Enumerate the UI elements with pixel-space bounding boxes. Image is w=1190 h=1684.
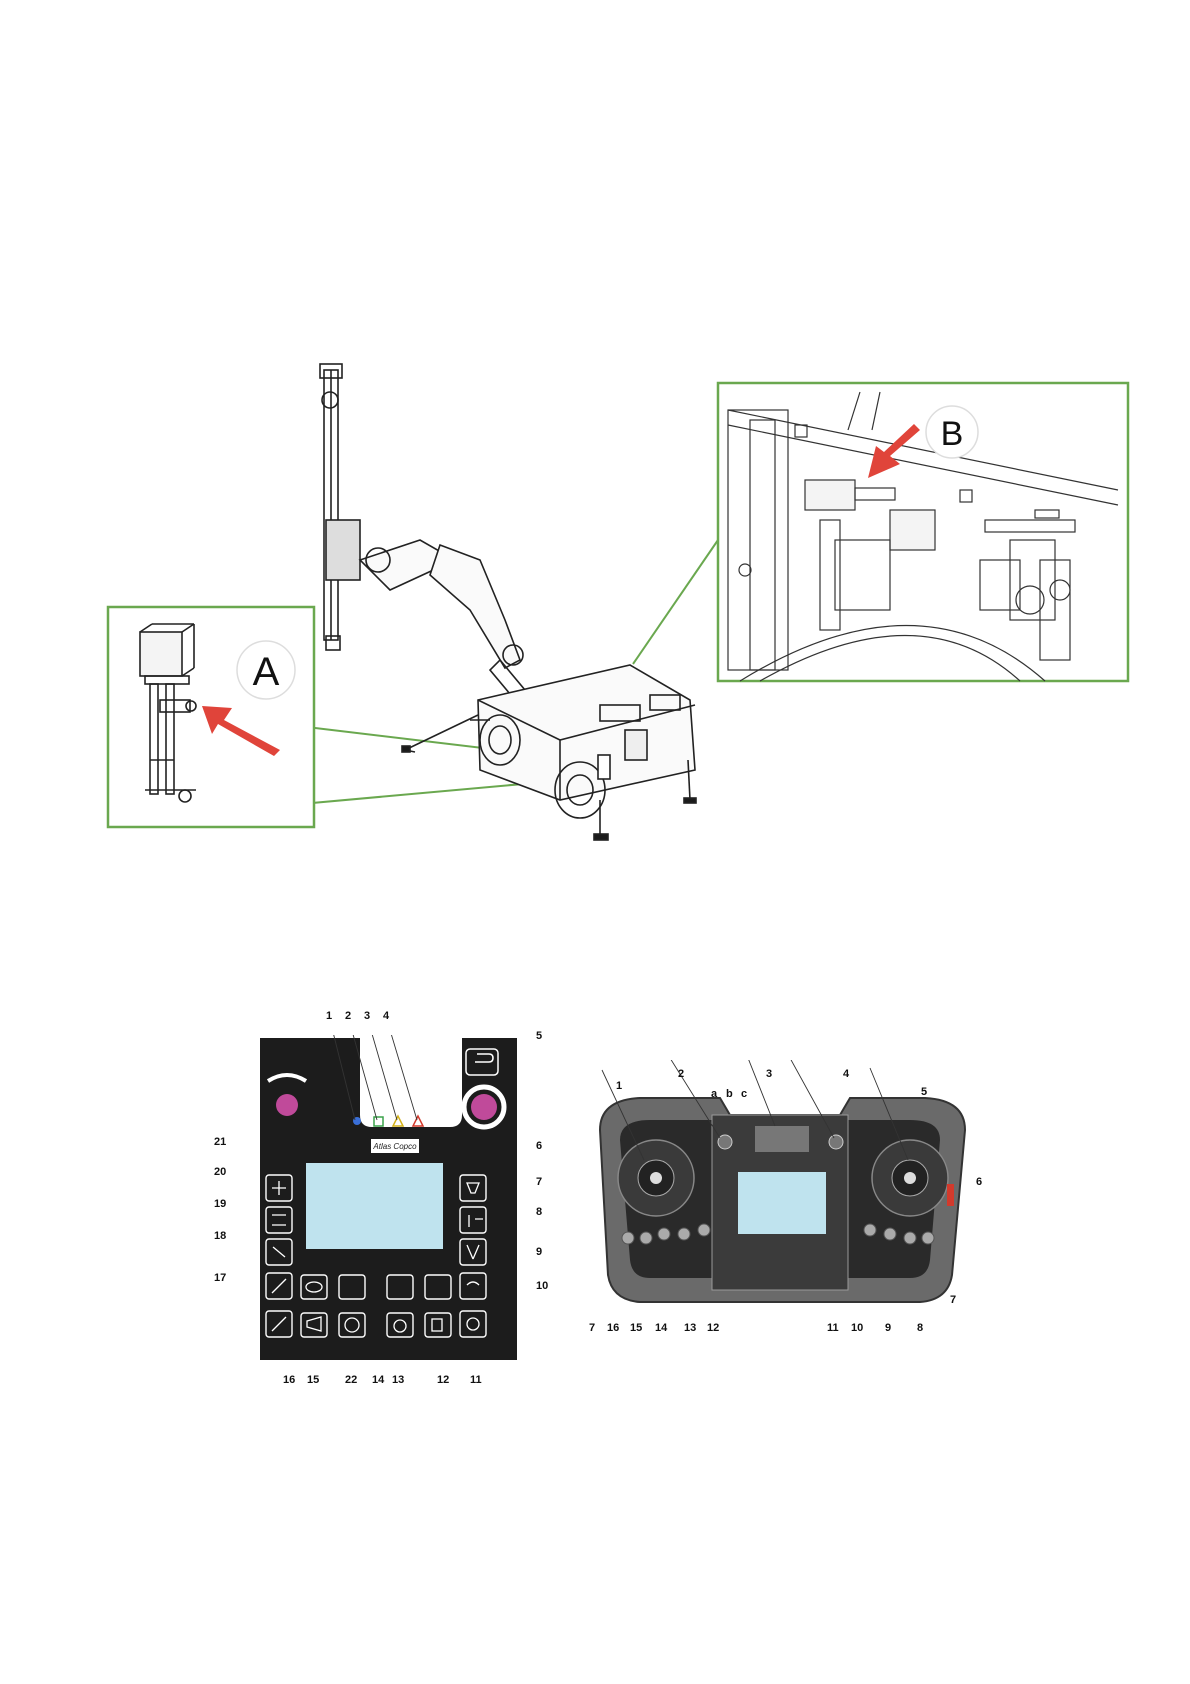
callout-2-2: 2 [345,1010,351,1022]
status-alarm-icon [413,1116,423,1126]
button-20[interactable] [266,1207,292,1233]
switch-13[interactable] [698,1224,710,1236]
button-11[interactable] [425,1275,451,1299]
callout-2-1: 1 [326,1010,332,1022]
button-13[interactable] [387,1313,413,1337]
drill-rig-drawing [320,364,696,840]
switch-7[interactable] [622,1232,634,1244]
status-ok-icon [374,1117,383,1126]
callout-2-3: 3 [364,1010,370,1022]
control-box-figure [580,1060,980,1330]
knob-4[interactable] [829,1135,843,1149]
switch-16[interactable] [640,1232,652,1244]
emergency-stop[interactable] [947,1184,954,1206]
button-8[interactable] [460,1239,486,1265]
knob-2[interactable] [718,1135,732,1149]
switch-14[interactable] [678,1228,690,1240]
button-15[interactable] [301,1313,327,1337]
machine-figure: A B [0,0,1190,880]
button-9[interactable] [460,1273,486,1299]
detail-b-label: B [941,415,964,453]
display-screen [306,1163,443,1249]
right-joystick-knob [904,1172,916,1184]
left-knob[interactable] [276,1094,298,1116]
left-buttons [266,1175,292,1337]
status-warning-icon [393,1116,403,1126]
switch-8[interactable] [922,1232,934,1244]
logo-text: Atlas Copco [372,1142,417,1151]
detail-b-connector-bottom [633,540,718,664]
switch-9[interactable] [904,1232,916,1244]
right-buttons [460,1175,486,1337]
display-screen-small [738,1172,826,1234]
button-22[interactable] [339,1313,365,1337]
switch-15[interactable] [658,1228,670,1240]
detail-a-label: A [253,650,280,694]
button-23[interactable] [339,1275,365,1299]
switch-11[interactable] [864,1224,876,1236]
button-6[interactable] [460,1175,486,1201]
left-joystick-knob [650,1172,662,1184]
remote-panel-figure: Atlas Copco [205,1035,575,1405]
button-14[interactable] [387,1275,413,1299]
button-16[interactable] [301,1275,327,1299]
button-12[interactable] [425,1313,451,1337]
button-7[interactable] [460,1207,486,1233]
right-knob[interactable] [471,1094,497,1120]
callout-2-4: 4 [383,1010,389,1022]
switch-10[interactable] [884,1228,896,1240]
button-10[interactable] [460,1311,486,1337]
indicator-block [755,1126,809,1152]
